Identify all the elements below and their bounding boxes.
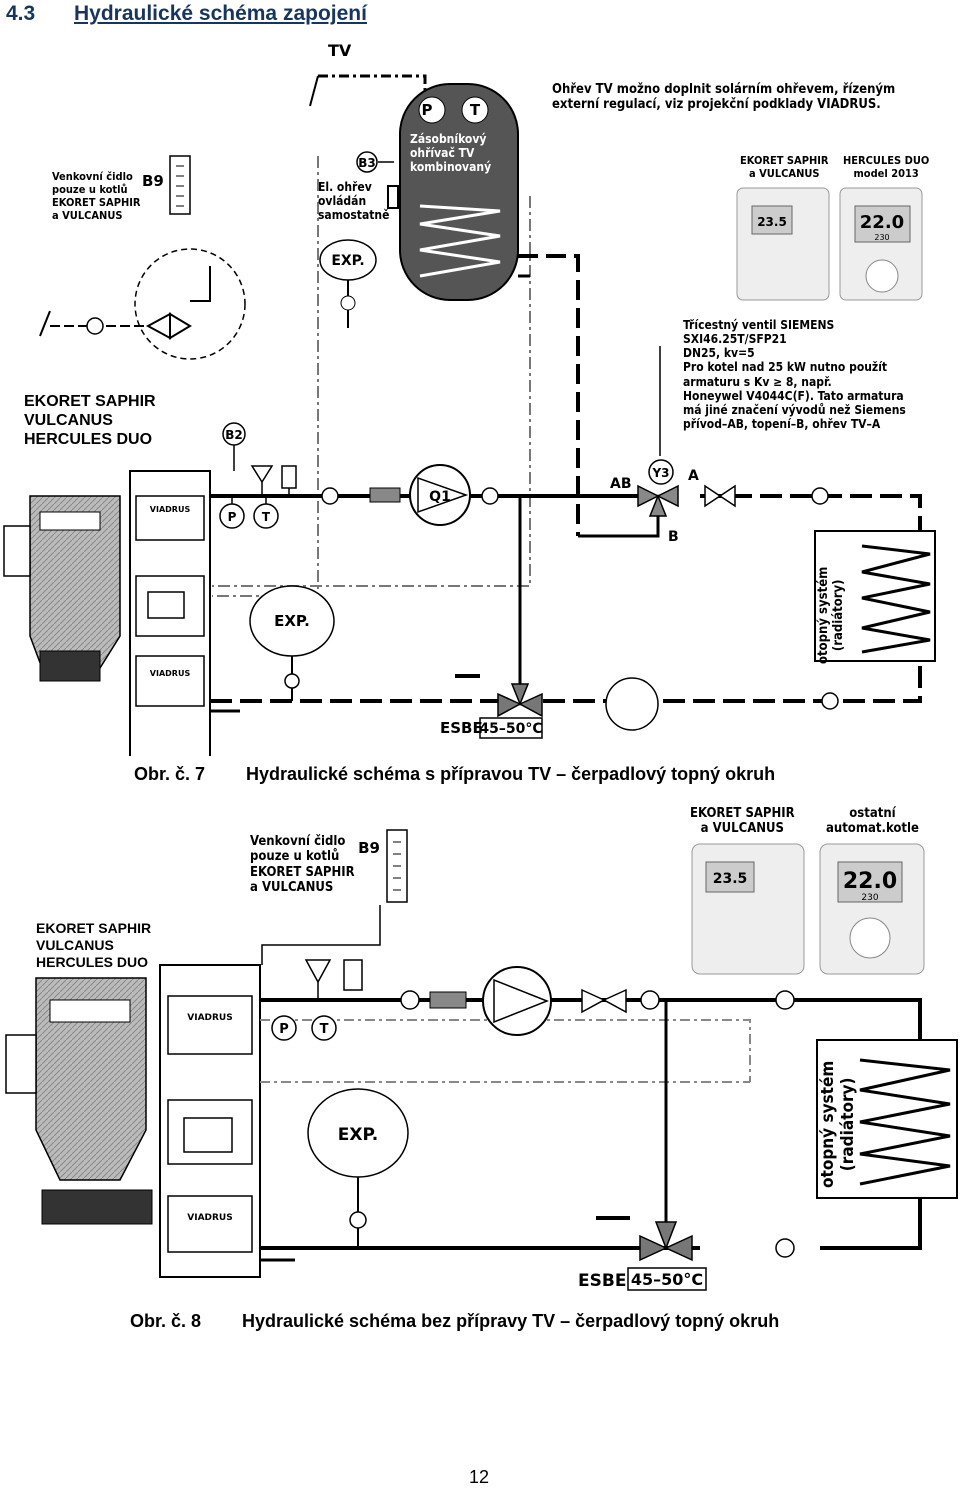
gauge-p-label-fig8: P: [279, 1022, 289, 1037]
valve-y3-label: Y3: [651, 466, 669, 480]
page-number: 12: [469, 1467, 490, 1487]
thermostat-1-display: 23.5: [757, 215, 787, 229]
thermostat-2-display-fig8: 22.0: [843, 869, 897, 894]
outdoor-sensor-note-fig7: Venkovní čidlo pouze u kotlů EKORET SAPH…: [52, 170, 141, 222]
figure-8-diagram: B9 EXP. P T ESBE 45–50°C VIADRUS VIADRUS…: [5, 829, 958, 1291]
gauge-t-label-fig8: T: [320, 1022, 329, 1037]
valve-note: Třícestný ventil SIEMENS SXI46.25T/SFP21…: [683, 318, 906, 432]
optional-group-circle: [134, 248, 246, 360]
thermostat-2-label-fig8: ostatní automat.kotle: [826, 806, 919, 837]
esbe-label: ESBE: [440, 719, 483, 737]
figure-8-caption: Obr. č. 8 Hydraulické schéma bez přípravy…: [130, 1311, 779, 1332]
figure-8-caption-text: Hydraulické schéma bez přípravy TV – čer…: [242, 1311, 780, 1331]
gauge-t-label: T: [262, 510, 271, 524]
tv-label: TV: [328, 41, 352, 60]
fuel-hopper-fig8: [35, 977, 147, 1181]
figure-7-label: Obr. č. 7: [134, 764, 206, 784]
sensor-b9-label-fig8: B9: [358, 839, 380, 857]
esbe-temp-label: 45–50°C: [479, 721, 542, 737]
tank-coil: [419, 204, 501, 278]
heating-system-label-fig7: otopný systém (radiátory): [816, 566, 847, 664]
exp-large-label: EXP.: [274, 612, 310, 630]
exp-label-fig8: EXP.: [338, 1125, 379, 1145]
thermostat-fig7-1: [736, 187, 830, 301]
thermostat-2-sub: 230: [874, 233, 889, 242]
thermostat-1-display-fig8: 23.5: [713, 871, 748, 887]
tank-text: Zásobníkový ohřívač TV kombinovaný: [410, 132, 492, 175]
thermostat-2-sub-fig8: 230: [861, 893, 878, 903]
el-heating-note: El. ohřev ovládán samostatně: [318, 180, 390, 223]
port-a-label: A: [688, 468, 699, 484]
viadrus-logo-fig8-1: VIADRUS: [187, 1013, 232, 1023]
outdoor-sensor-note-fig8: Venkovní čidlo pouze u kotlů EKORET SAPH…: [250, 834, 355, 895]
heating-system-label-fig8: otopný systém (radiátory): [818, 1060, 859, 1188]
boiler-models-fig7: EKORET SAPHIR VULCANUS HERCULES DUO: [24, 393, 156, 449]
gauge-p-label: P: [228, 510, 237, 524]
sensor-b2-label: B2: [225, 428, 243, 442]
tank-sensor-t: T: [470, 101, 481, 119]
tank-sensor-p: P: [422, 101, 433, 119]
thermostat-2-label-fig7: HERCULES DUO model 2013: [843, 154, 930, 180]
esbe-valve-fig7: [497, 692, 543, 718]
viadrus-logo-2: VIADRUS: [150, 669, 191, 678]
viadrus-logo-fig8-2: VIADRUS: [187, 1213, 232, 1223]
heating-system-fig8: [816, 1039, 958, 1199]
thermostat-1-label-fig7: EKORET SAPHIR a VULCANUS: [740, 154, 829, 180]
tv-outlet-pipe: [309, 75, 319, 107]
esbe-label-fig8: ESBE: [578, 1271, 626, 1291]
outdoor-sensor-b9-fig7: [169, 155, 191, 215]
boiler-models-fig8: EKORET SAPHIR VULCANUS HERCULES DUO: [36, 920, 152, 970]
thermostat-2-display: 22.0: [860, 212, 904, 233]
figure-8-label: Obr. č. 8: [130, 1311, 202, 1331]
figure-7-caption-text: Hydraulické schéma s přípravou TV – čerp…: [246, 764, 776, 784]
section-heading: 4.3 Hydraulické schéma zapojení: [6, 2, 367, 26]
section-title: Hydraulické schéma zapojení: [74, 2, 367, 25]
port-ab-label: AB: [610, 476, 632, 492]
sensor-b9-label: B9: [142, 172, 164, 190]
exp-small-label: EXP.: [331, 253, 364, 269]
solar-note: Ohřev TV možno doplnit solárním ohřevem,…: [552, 82, 896, 113]
sensor-b3-label: B3: [358, 156, 376, 170]
port-b-label: B: [668, 529, 679, 545]
section-number: 4.3: [6, 2, 36, 25]
pump-q1-label: Q1: [429, 489, 451, 505]
hot-water-tank: [399, 83, 519, 301]
thermostat-1-label-fig8: EKORET SAPHIR a VULCANUS: [690, 806, 795, 837]
figure-7-diagram: P T B3 B9 B2 Q1 Y3 AB A B TV EXP. EXP. P…: [3, 41, 936, 756]
esbe-temp-fig8: 45–50°C: [631, 1270, 703, 1289]
viadrus-logo-1: VIADRUS: [150, 505, 191, 514]
figure-7-caption: Obr. č. 7 Hydraulické schéma s přípravou …: [134, 764, 775, 785]
